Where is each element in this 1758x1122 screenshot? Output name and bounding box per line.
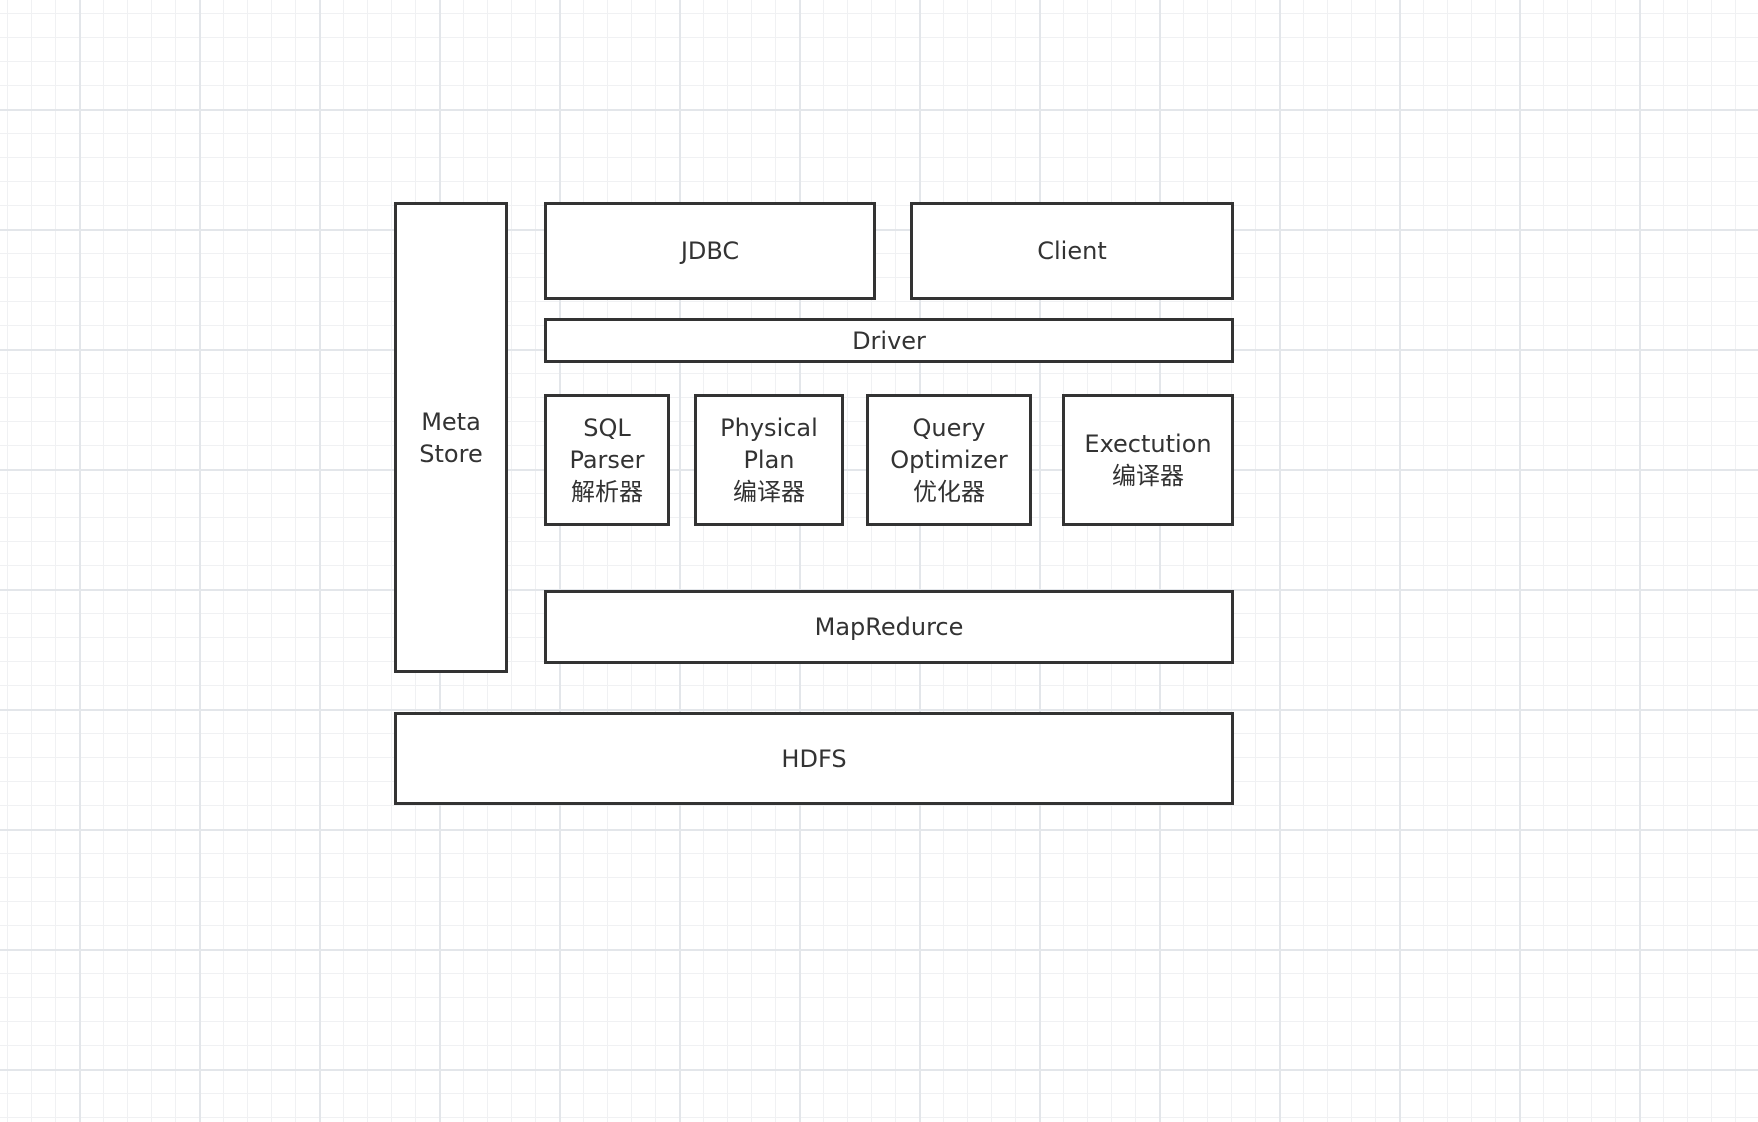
- client-label: Client: [1037, 237, 1107, 265]
- client-box: Client: [910, 202, 1234, 300]
- execution-label: Exectution 编译器: [1084, 430, 1212, 490]
- metastore-box: Meta Store: [394, 202, 508, 673]
- physical-plan-label: Physical Plan 编译器: [720, 414, 818, 506]
- hdfs-label: HDFS: [781, 744, 847, 773]
- physical-plan-box: Physical Plan 编译器: [694, 394, 844, 526]
- hdfs-box: HDFS: [394, 712, 1234, 805]
- metastore-label: Meta Store: [419, 407, 483, 468]
- mapreduce-box: MapRedurce: [544, 590, 1234, 664]
- driver-box: Driver: [544, 318, 1234, 363]
- mapreduce-label: MapRedurce: [814, 613, 964, 641]
- jdbc-box: JDBC: [544, 202, 876, 300]
- jdbc-label: JDBC: [680, 237, 740, 265]
- query-optimizer-label: Query Optimizer 优化器: [890, 414, 1008, 506]
- driver-label: Driver: [852, 326, 926, 355]
- execution-box: Exectution 编译器: [1062, 394, 1234, 526]
- query-optimizer-box: Query Optimizer 优化器: [866, 394, 1032, 526]
- sql-parser-label: SQL Parser 解析器: [569, 414, 645, 506]
- sql-parser-box: SQL Parser 解析器: [544, 394, 670, 526]
